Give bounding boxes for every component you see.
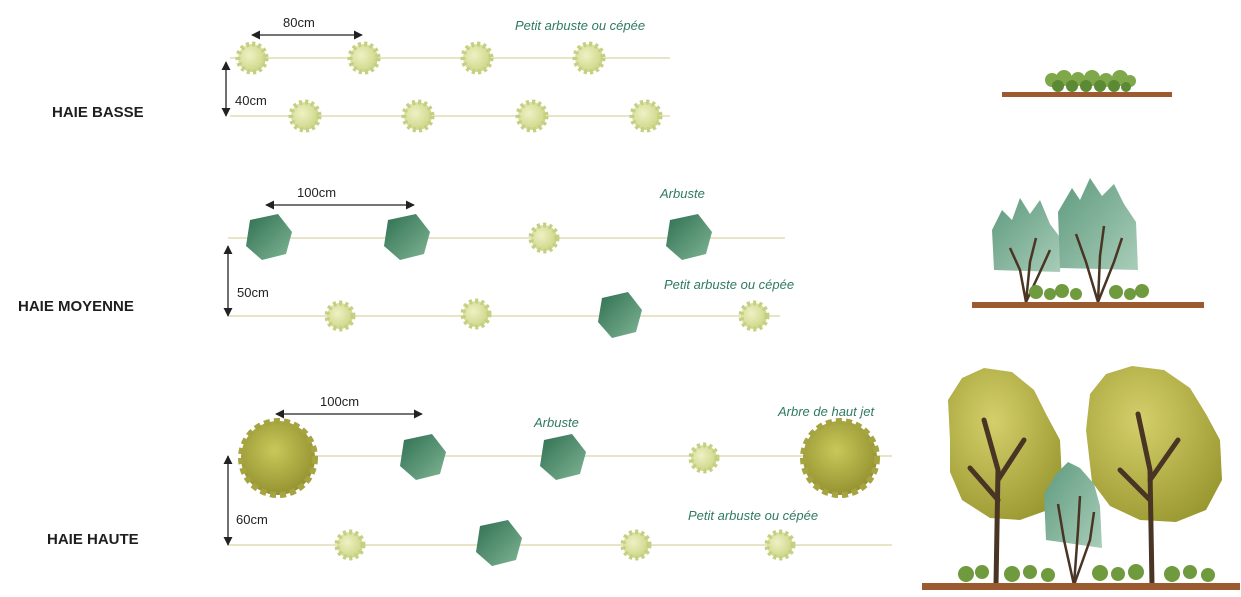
haie-haute-title: HAIE HAUTE: [47, 531, 139, 548]
light-shrub: [764, 529, 796, 561]
tree-trunks: [967, 411, 1181, 588]
haie-haute-plan: [223, 409, 892, 566]
ground-shrubs: [1029, 284, 1149, 300]
dark-shrub: [400, 434, 446, 480]
tall-tree: [238, 418, 318, 498]
light-shrub: [629, 99, 663, 133]
light-shrub: [738, 300, 770, 332]
ground: [1002, 92, 1172, 97]
haie-basse-title: HAIE BASSE: [52, 104, 144, 121]
light-shrub: [620, 529, 652, 561]
spacing-label: 100cm: [297, 185, 337, 200]
light-shrub: [515, 99, 549, 133]
annotation-arbre: Arbre de haut jet: [778, 404, 875, 419]
light-shrub-row-2: [288, 99, 663, 133]
shrub-crown: [1058, 178, 1138, 270]
tree-canopy: [1086, 366, 1222, 522]
light-shrub: [572, 41, 606, 75]
shrub-crown: [992, 198, 1062, 272]
annotation-petit-arbuste: Petit arbuste ou cépée: [688, 508, 819, 523]
haie-moyenne-plan: [223, 200, 785, 338]
annotation-petit-arbuste: Petit arbuste ou cépée: [664, 277, 795, 292]
dark-shrub: [598, 292, 642, 338]
ground: [922, 583, 1240, 590]
row-gap-label: 50cm: [237, 285, 269, 300]
tall-tree: [800, 418, 880, 498]
light-shrub: [347, 41, 381, 75]
dark-shrub: [246, 214, 292, 260]
light-shrub: [401, 99, 435, 133]
haie-basse-plan: [221, 30, 670, 133]
shrub-crown: [1044, 462, 1102, 548]
light-shrub: [235, 41, 269, 75]
haie-moyenne-side-view: [972, 178, 1204, 308]
haie-basse-side-view: [1002, 70, 1172, 97]
annotation-arbuste: Arbuste: [660, 186, 705, 201]
spacing-label: 100cm: [320, 394, 360, 409]
stems: [1056, 495, 1096, 586]
dark-shrub: [666, 214, 712, 260]
light-shrub: [460, 41, 494, 75]
tree-canopy: [948, 368, 1062, 520]
stems: [1008, 225, 1124, 303]
dark-shrub: [476, 520, 522, 566]
light-shrub: [528, 222, 560, 254]
annotation-arbuste: Arbuste: [534, 415, 579, 430]
light-shrub-row-1: [235, 41, 606, 75]
haie-moyenne-title: HAIE MOYENNE: [18, 298, 134, 315]
light-shrub: [324, 300, 356, 332]
dark-shrub: [540, 434, 586, 480]
row-gap-label: 60cm: [236, 512, 268, 527]
ground: [972, 302, 1204, 308]
spacing-label: 80cm: [283, 15, 315, 30]
ground-shrubs: [958, 564, 1215, 582]
light-shrub: [460, 298, 492, 330]
annotation-petit-arbuste: Petit arbuste ou cépée: [515, 18, 646, 33]
light-shrub: [688, 442, 720, 474]
light-shrub: [288, 99, 322, 133]
dark-shrub: [384, 214, 430, 260]
light-shrub: [334, 529, 366, 561]
row-gap-label: 40cm: [235, 93, 267, 108]
haie-haute-side-view: [922, 366, 1240, 590]
